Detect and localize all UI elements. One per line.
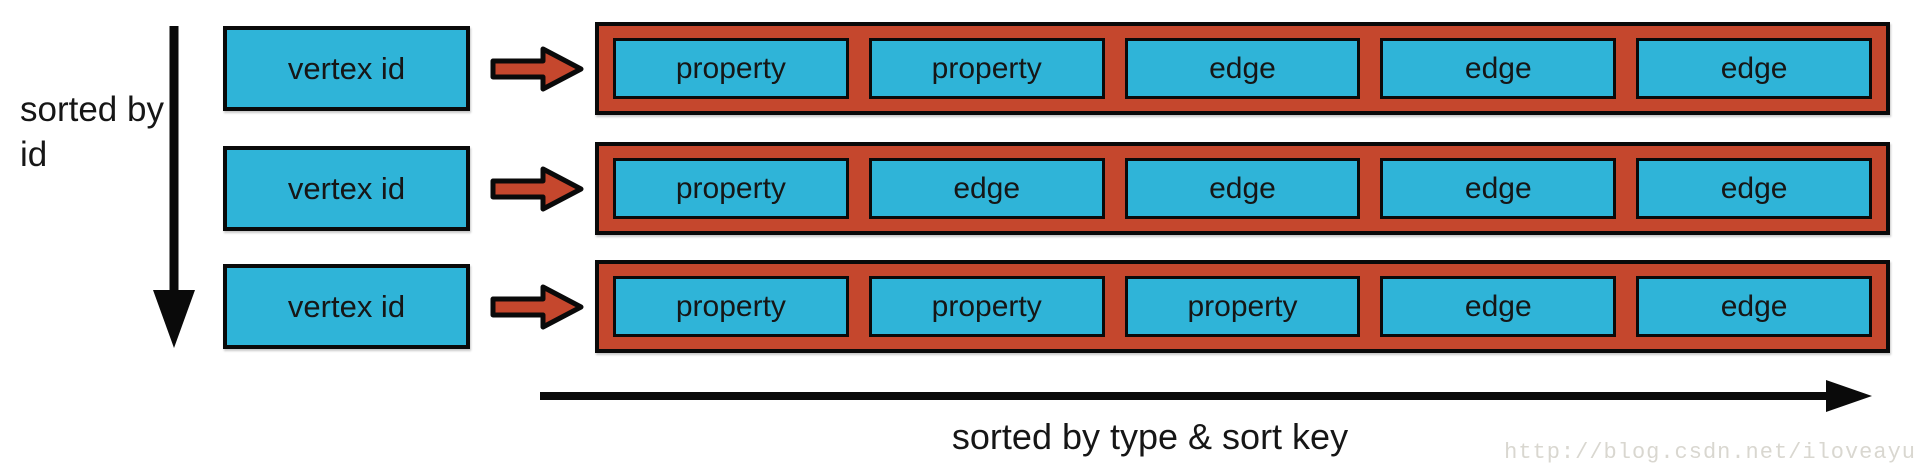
horizontal-axis-label: sorted by type & sort key [951,416,1349,457]
vertex-row: vertex id property edge edge edge edge [223,142,1890,235]
cell: property [1124,276,1361,337]
right-arrow-icon [490,284,584,330]
vertex-id-box: vertex id [223,146,470,231]
cell: edge [868,158,1105,219]
vertex-id-box: vertex id [223,264,470,349]
vertex-id-box: vertex id [223,26,470,111]
cell: edge [1636,38,1872,99]
cell: edge [1380,158,1617,219]
cell: edge [1124,158,1361,219]
vertex-row: vertex id property property property edg… [223,260,1890,353]
adjacency-list-container: property property edge edge edge [595,22,1890,115]
cell: property [613,158,849,219]
down-arrow-icon [153,26,195,348]
adjacency-list-container: property property property edge edge [595,260,1890,353]
cell: property [613,276,849,337]
adjacency-list-container: property edge edge edge edge [595,142,1890,235]
cell: edge [1636,158,1872,219]
right-arrow-icon [490,46,584,92]
cell: property [868,38,1105,99]
vertex-row: vertex id property property edge edge ed… [223,22,1890,115]
watermark: http://blog.csdn.net/iloveayu [1504,440,1916,465]
cell: property [613,38,849,99]
cell: edge [1124,38,1361,99]
horizontal-axis-arrow-icon [540,380,1872,412]
right-arrow-icon [490,166,584,212]
cell: property [868,276,1105,337]
cell: edge [1380,276,1617,337]
vertical-axis-label: sorted by id [20,90,164,174]
cell: edge [1380,38,1617,99]
cell: edge [1636,276,1872,337]
